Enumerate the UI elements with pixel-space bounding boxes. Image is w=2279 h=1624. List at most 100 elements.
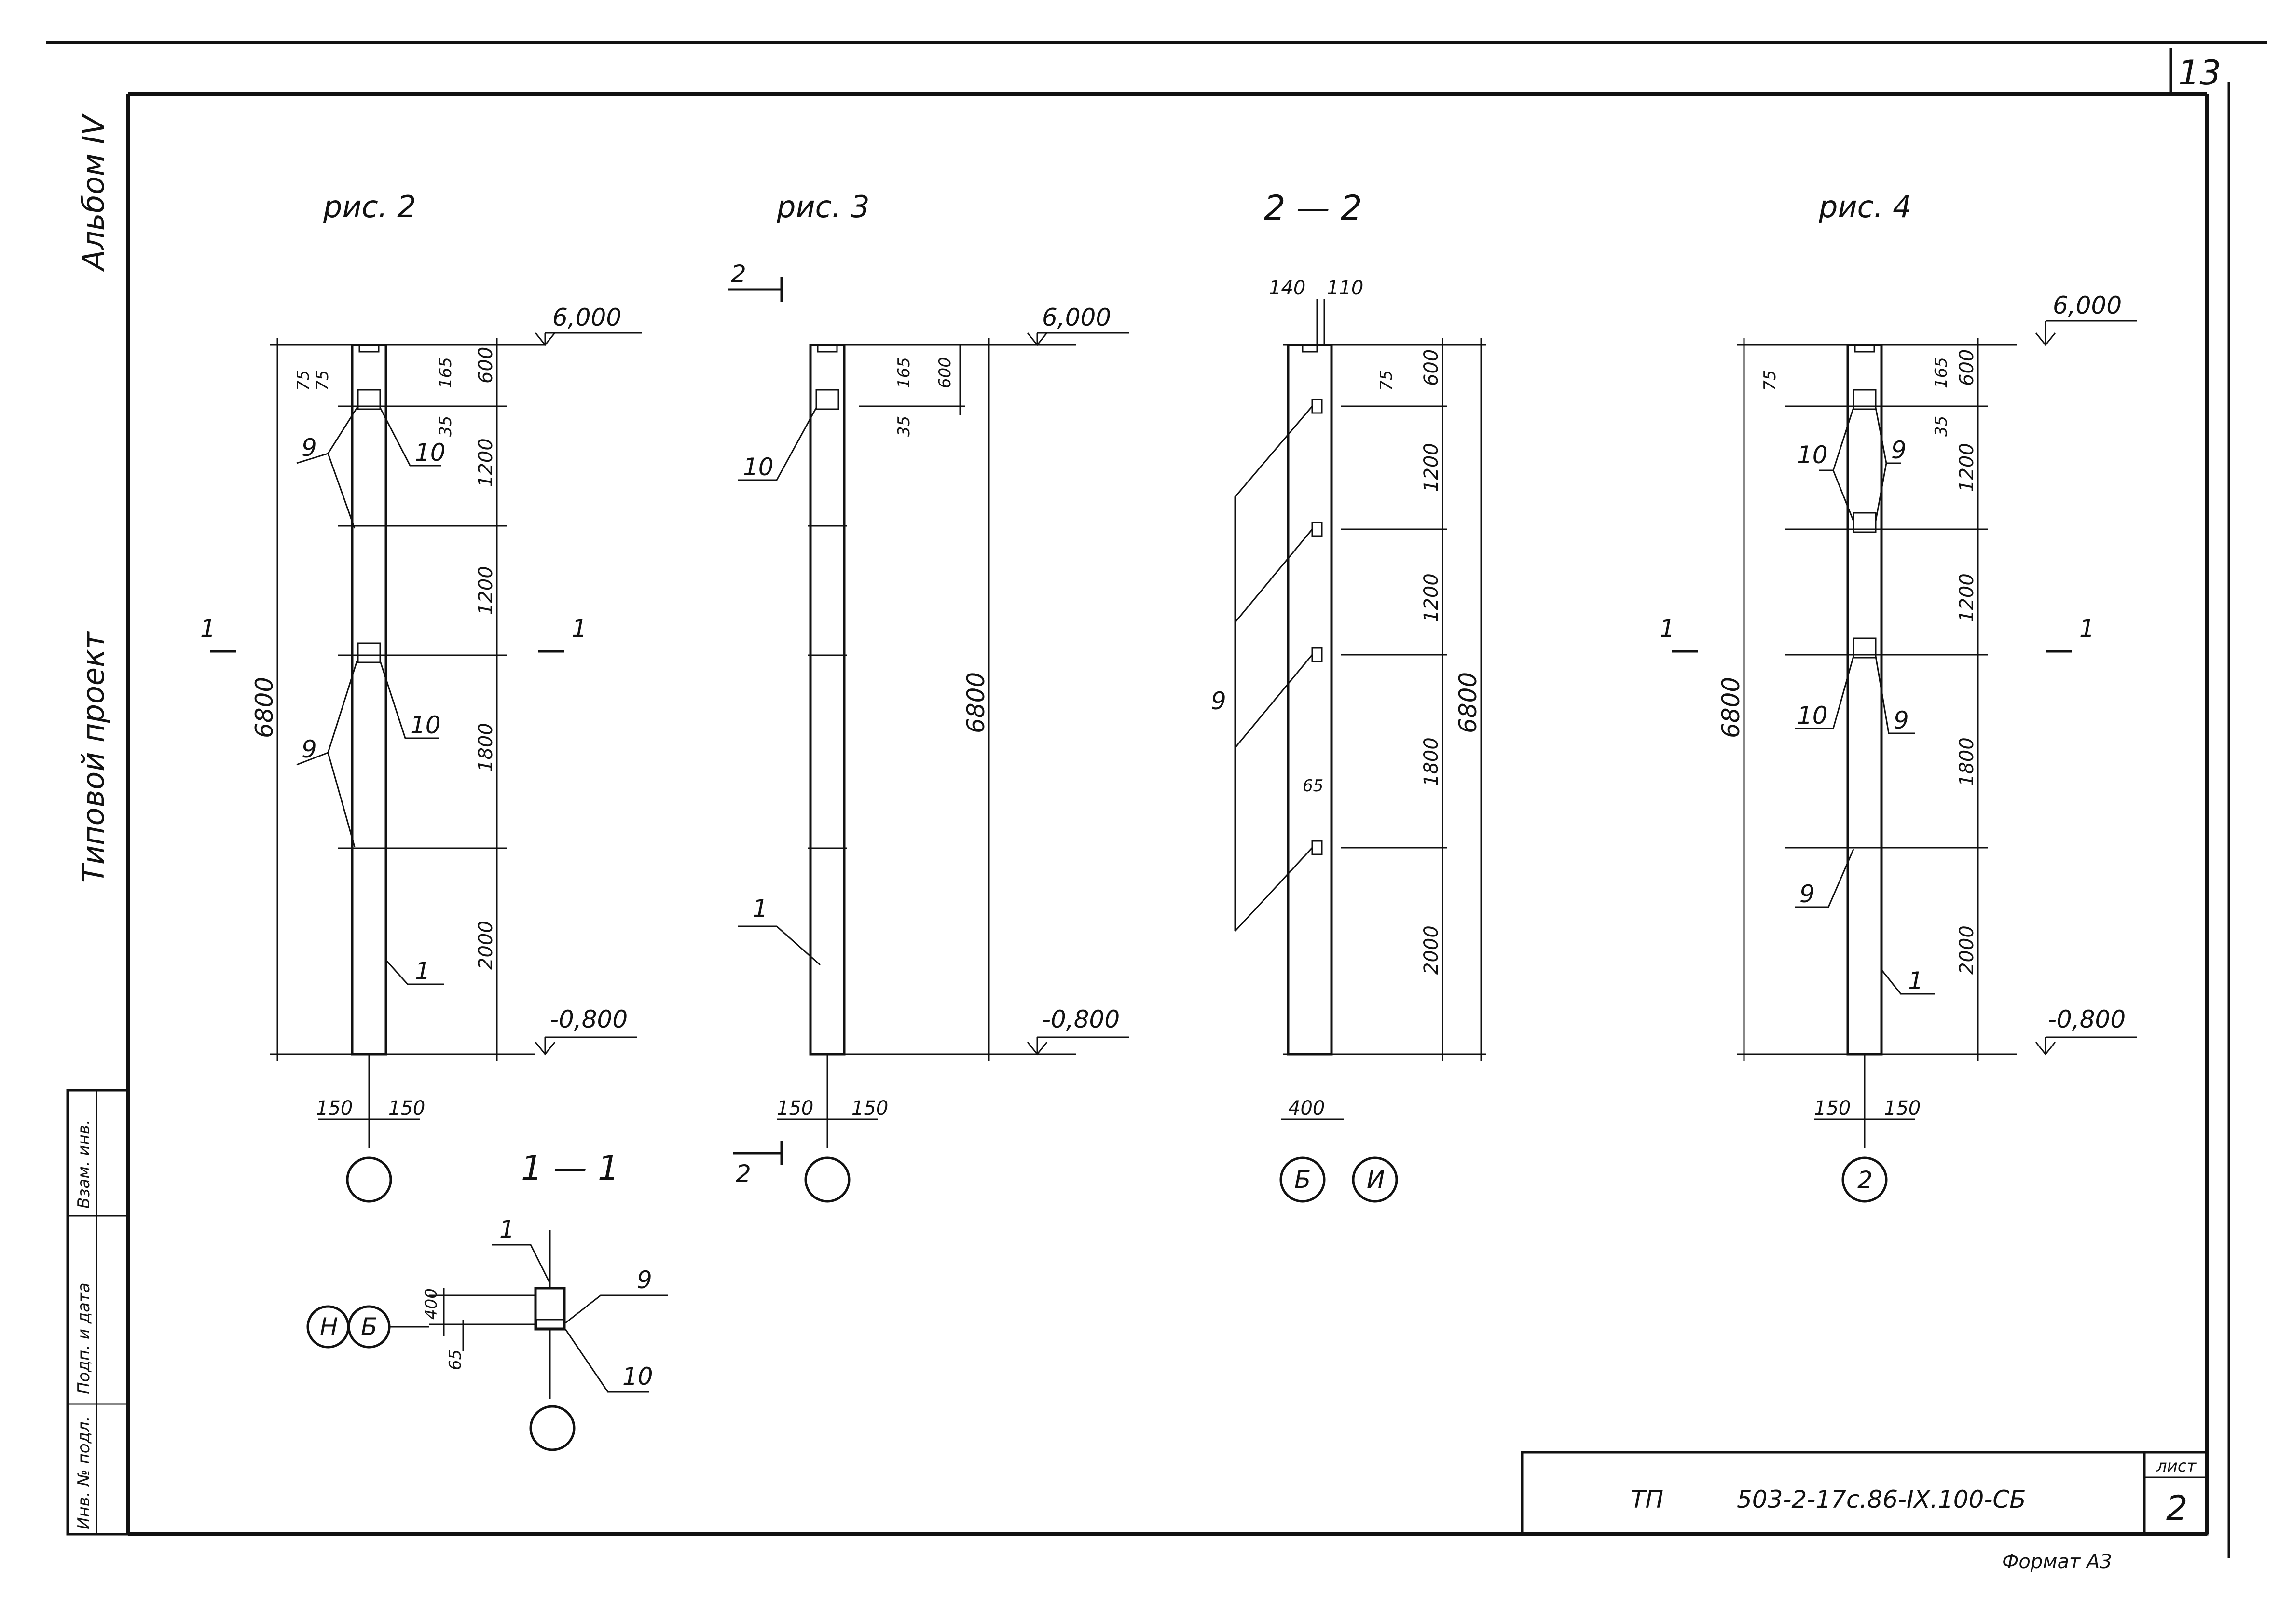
section-1-1: 1 — 1 400 65 Н Б 1 9 10 bbox=[306, 1148, 668, 1451]
fig2-section-left: 1 bbox=[200, 615, 216, 643]
title-prefix: ТП bbox=[1631, 1486, 1663, 1514]
fig2-small-75a: 75 bbox=[294, 370, 313, 391]
fig4-width-right: 150 bbox=[1884, 1097, 1921, 1119]
fig2-width-right: 150 bbox=[388, 1097, 425, 1119]
sec22-top-width-110: 110 bbox=[1327, 277, 1363, 299]
stamp-label-replace: Взам. инв. bbox=[74, 1119, 94, 1209]
sec22-seg-2000: 2000 bbox=[1420, 925, 1442, 975]
fig3-section-bottom: 2 bbox=[736, 1160, 751, 1188]
figure-3-title: рис. 3 bbox=[776, 189, 870, 224]
fig3-width-right: 150 bbox=[851, 1097, 888, 1119]
fig2-seg-1200b: 1200 bbox=[475, 566, 497, 615]
sheet-number: 2 bbox=[2166, 1488, 2188, 1528]
figure-4: рис. 4 6800 600 1200 1200 1800 2000 75 1… bbox=[1660, 189, 2137, 1203]
sec11-axis-n-label: Н bbox=[320, 1313, 338, 1341]
fig2-level-bottom: -0,800 bbox=[550, 1005, 628, 1033]
sec22-seg-1800: 1800 bbox=[1420, 737, 1442, 786]
fig4-callout-1: 1 bbox=[1908, 967, 1923, 995]
figure-3: рис. 3 6800 165 600 35 6,000 -0,800 150 … bbox=[728, 189, 1129, 1203]
fig2-section-right: 1 bbox=[572, 615, 587, 643]
sec22-axis-b bbox=[1279, 1156, 1326, 1203]
fig4-small-75: 75 bbox=[1760, 370, 1780, 391]
sec22-total-dim: 6800 bbox=[1454, 672, 1482, 733]
fig2-width-left: 150 bbox=[316, 1097, 353, 1119]
figure-4-title: рис. 4 bbox=[1818, 189, 1912, 224]
sheet-label: лист bbox=[2156, 1457, 2197, 1476]
sec22-column bbox=[1287, 344, 1333, 1056]
title-block: ТП 503-2-17с.86-IХ.100-СБ лист 2 bbox=[1521, 1451, 2209, 1536]
fig4-seg-1200b: 1200 bbox=[1956, 573, 1978, 622]
format-note: Формат А3 bbox=[2002, 1551, 2112, 1573]
section-2-2: 2 — 2 140 110 600 1200 1200 1800 2000 68… bbox=[1211, 188, 1486, 1203]
fig4-seg-600: 600 bbox=[1956, 349, 1978, 386]
figure-2-title: рис. 2 bbox=[323, 189, 416, 224]
fig3-dim-35: 35 bbox=[894, 416, 914, 437]
fig2-column bbox=[351, 344, 387, 1056]
album-label: Альбом IV bbox=[76, 112, 111, 272]
fig2-callout-9a: 9 bbox=[302, 434, 317, 462]
fig3-dim-600: 600 bbox=[935, 357, 955, 388]
fig4-section-left: 1 bbox=[1660, 615, 1675, 643]
approval-stamp-strip: Взам. инв. Подп. и дата Инв. № подл. bbox=[66, 1089, 129, 1536]
fig4-seg-1200a: 1200 bbox=[1956, 443, 1978, 492]
sec11-axis-bubble bbox=[529, 1405, 576, 1451]
fig4-width-left: 150 bbox=[1814, 1097, 1851, 1119]
sec22-seg-1200b: 1200 bbox=[1420, 573, 1442, 622]
stamp-label-inventory: Инв. № подл. bbox=[74, 1416, 94, 1529]
fig4-axis-label: 2 bbox=[1857, 1166, 1873, 1194]
sec22-seg-1200a: 1200 bbox=[1420, 443, 1442, 492]
fig4-section-right: 1 bbox=[2079, 615, 2095, 643]
fig4-small-165: 165 bbox=[1932, 357, 1951, 388]
fig2-callout-10b: 10 bbox=[410, 711, 441, 739]
fig4-callout-9c: 9 bbox=[1799, 880, 1815, 908]
sec11-callout-9: 9 bbox=[637, 1266, 652, 1294]
sec22-small-75: 75 bbox=[1377, 370, 1396, 391]
fig3-width-left: 150 bbox=[777, 1097, 813, 1119]
fig2-callout-9b: 9 bbox=[302, 735, 317, 763]
fig4-seg-1800: 1800 bbox=[1956, 737, 1978, 786]
section-1-1-title: 1 — 1 bbox=[521, 1148, 619, 1188]
sheet-frame bbox=[46, 41, 2267, 1558]
fig4-axis-bubble bbox=[1841, 1156, 1888, 1203]
fig4-seg-2000: 2000 bbox=[1956, 925, 1978, 975]
sec11-dim-400: 400 bbox=[422, 1288, 441, 1320]
sec11-column-section bbox=[534, 1287, 566, 1331]
fig2-small-165: 165 bbox=[436, 357, 455, 388]
fig2-small-35: 35 bbox=[436, 416, 455, 437]
sec22-callout-9: 9 bbox=[1211, 687, 1226, 715]
fig3-dim-165: 165 bbox=[894, 357, 914, 388]
sec22-small-65: 65 bbox=[1303, 776, 1323, 796]
sec22-axis-b-label: Б bbox=[1294, 1166, 1311, 1194]
fig2-seg-600: 600 bbox=[475, 347, 497, 384]
sec22-width: 400 bbox=[1288, 1097, 1325, 1119]
fig2-seg-1200a: 1200 bbox=[475, 438, 497, 487]
fig4-level-top: 6,000 bbox=[2053, 291, 2122, 319]
fig3-column bbox=[809, 344, 846, 1056]
fig2-small-75b: 75 bbox=[313, 370, 332, 391]
fig3-section-top: 2 bbox=[731, 260, 746, 288]
sec22-axis-i-label: И bbox=[1367, 1166, 1385, 1194]
fig4-callout-9b: 9 bbox=[1894, 706, 1909, 734]
fig2-seg-2000: 2000 bbox=[475, 921, 497, 970]
sec22-top-width-140: 140 bbox=[1269, 277, 1305, 299]
sec11-axis-b bbox=[347, 1305, 391, 1349]
title-code: 503-2-17с.86-IХ.100-СБ bbox=[1737, 1486, 2026, 1514]
fig3-total-dim: 6800 bbox=[962, 672, 990, 733]
fig4-column bbox=[1846, 344, 1883, 1056]
fig4-small-35: 35 bbox=[1932, 416, 1951, 437]
section-2-2-title: 2 — 2 bbox=[1264, 188, 1362, 228]
fig2-axis-bubble bbox=[346, 1156, 392, 1203]
fig3-level-top: 6,000 bbox=[1042, 303, 1111, 331]
fig4-callout-10b: 10 bbox=[1797, 702, 1828, 729]
fig3-axis-bubble bbox=[804, 1156, 851, 1203]
fig4-total-dim: 6800 bbox=[1717, 677, 1745, 738]
sec11-dim-65: 65 bbox=[446, 1349, 465, 1370]
sec22-seg-600: 600 bbox=[1420, 349, 1442, 386]
sec11-axis-b-label: Б bbox=[361, 1313, 377, 1341]
stamp-label-sign-date: Подп. и дата bbox=[74, 1282, 94, 1394]
fig4-callout-10a: 10 bbox=[1797, 441, 1828, 469]
fig2-seg-1800: 1800 bbox=[475, 723, 497, 772]
sec11-callout-10: 10 bbox=[622, 1363, 653, 1390]
figure-2: рис. 2 6800 600 1200 1200 1800 2000 75 7… bbox=[200, 189, 642, 1203]
